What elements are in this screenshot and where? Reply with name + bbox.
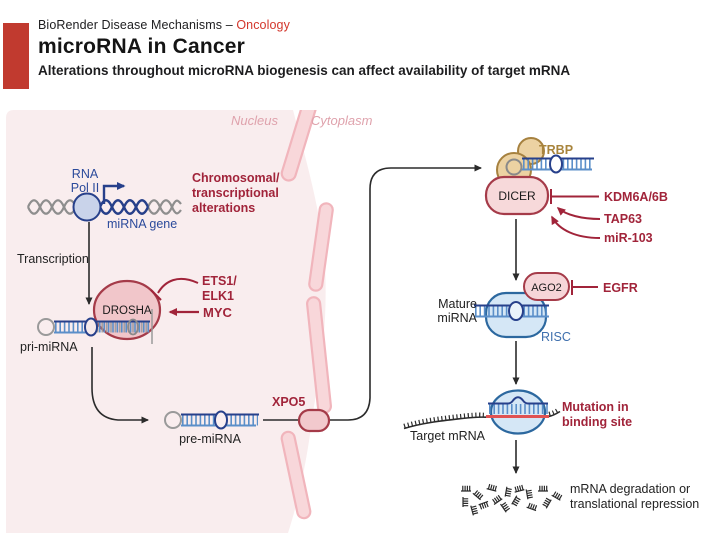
xpo5-label: XPO5 [272, 395, 305, 409]
egfr-inhibition [571, 280, 598, 295]
mature-mirna-duplex [474, 301, 549, 321]
accent-block [3, 23, 29, 89]
mir-103-label: miR-103 [604, 231, 653, 245]
mature-mirna-label-2: miRNA [437, 311, 477, 325]
pathway-svg: Nucleus Cytoplasm RNA Pol II miRNA gene … [6, 98, 699, 533]
rna-pol-label-2: Pol II [71, 181, 100, 195]
tap63-label: TAP63 [604, 212, 642, 226]
nucleus-label: Nucleus [231, 113, 278, 128]
breadcrumb-category: Oncology [236, 18, 290, 32]
mir103-arrow [551, 215, 601, 239]
risc-on-target [489, 389, 547, 435]
chromosomal-alterations-label-1: Chromosomal/ [192, 171, 280, 185]
ets1-inhibition-line [157, 278, 199, 294]
dicer-label: DICER [498, 189, 536, 203]
pri-mirna-hairpin [37, 309, 153, 344]
chromosomal-alterations-label-2: transcriptional [192, 186, 279, 200]
target-binding-duplex [486, 396, 549, 418]
kdm6a-6b-label: KDM6A/6B [604, 190, 668, 204]
target-mrna-strand [403, 407, 561, 430]
membrane-segment [280, 430, 312, 520]
trbp-hairpin [522, 154, 594, 174]
xpo5-transporter [297, 408, 331, 433]
page-title: microRNA in Cancer [38, 35, 246, 58]
risc-label: RISC [541, 330, 571, 344]
mirna-gene-label: miRNA gene [107, 217, 177, 231]
export-arrow [263, 164, 482, 421]
page-subtitle: Alterations throughout microRNA biogenes… [38, 63, 571, 78]
ets1-elk1-label-2: ELK1 [202, 289, 234, 303]
header-text: BioRender Disease Mechanisms – Oncology … [38, 18, 570, 78]
mutation-label-2: binding site [562, 415, 632, 429]
nuclear-membrane [280, 98, 334, 520]
drosha-label: DROSHA [102, 305, 152, 317]
ago2-label: AGO2 [531, 282, 562, 294]
outcome-label-2: translational repression [570, 497, 699, 511]
processing-arrow [91, 347, 149, 424]
dna-helix [26, 199, 182, 215]
ets1-inhibition-bar [150, 289, 162, 301]
target-mrna-label: Target mRNA [410, 429, 486, 443]
header: BioRender Disease Mechanisms – Oncology … [0, 0, 720, 110]
mature-mirna-label-1: Mature [438, 297, 477, 311]
kdm-inhibition [550, 189, 599, 204]
transcription-label: Transcription [17, 252, 89, 266]
pre-mirna-hairpin [164, 410, 259, 430]
dicer-enzyme [484, 175, 550, 216]
promoter-arrow-icon [102, 182, 126, 204]
trbp-label: TRBP [539, 143, 573, 157]
ets1-elk1-label-1: ETS1/ [202, 274, 237, 288]
mutation-label-1: Mutation in [562, 400, 629, 414]
chromosomal-alterations-label-3: alterations [192, 201, 255, 215]
pathway-diagram: Nucleus Cytoplasm RNA Pol II miRNA gene … [0, 98, 720, 533]
rna-polymerase [72, 192, 102, 222]
rna-pol-label-1: RNA [72, 167, 99, 181]
breadcrumb: BioRender Disease Mechanisms – Oncology [38, 18, 570, 32]
mrna-fragments [460, 483, 564, 516]
tap63-arrow [556, 207, 601, 220]
membrane-segment [308, 202, 334, 292]
breadcrumb-brand: BioRender Disease Mechanisms – [38, 18, 237, 32]
outcome-label-1: mRNA degradation or [570, 482, 690, 496]
egfr-label: EGFR [603, 281, 638, 295]
pre-mirna-label: pre-miRNA [179, 432, 241, 446]
myc-label: MYC [203, 305, 233, 320]
pri-mirna-label: pri-miRNA [20, 340, 78, 354]
ago2-protein [523, 272, 570, 301]
cytoplasm-label: Cytoplasm [311, 113, 373, 128]
